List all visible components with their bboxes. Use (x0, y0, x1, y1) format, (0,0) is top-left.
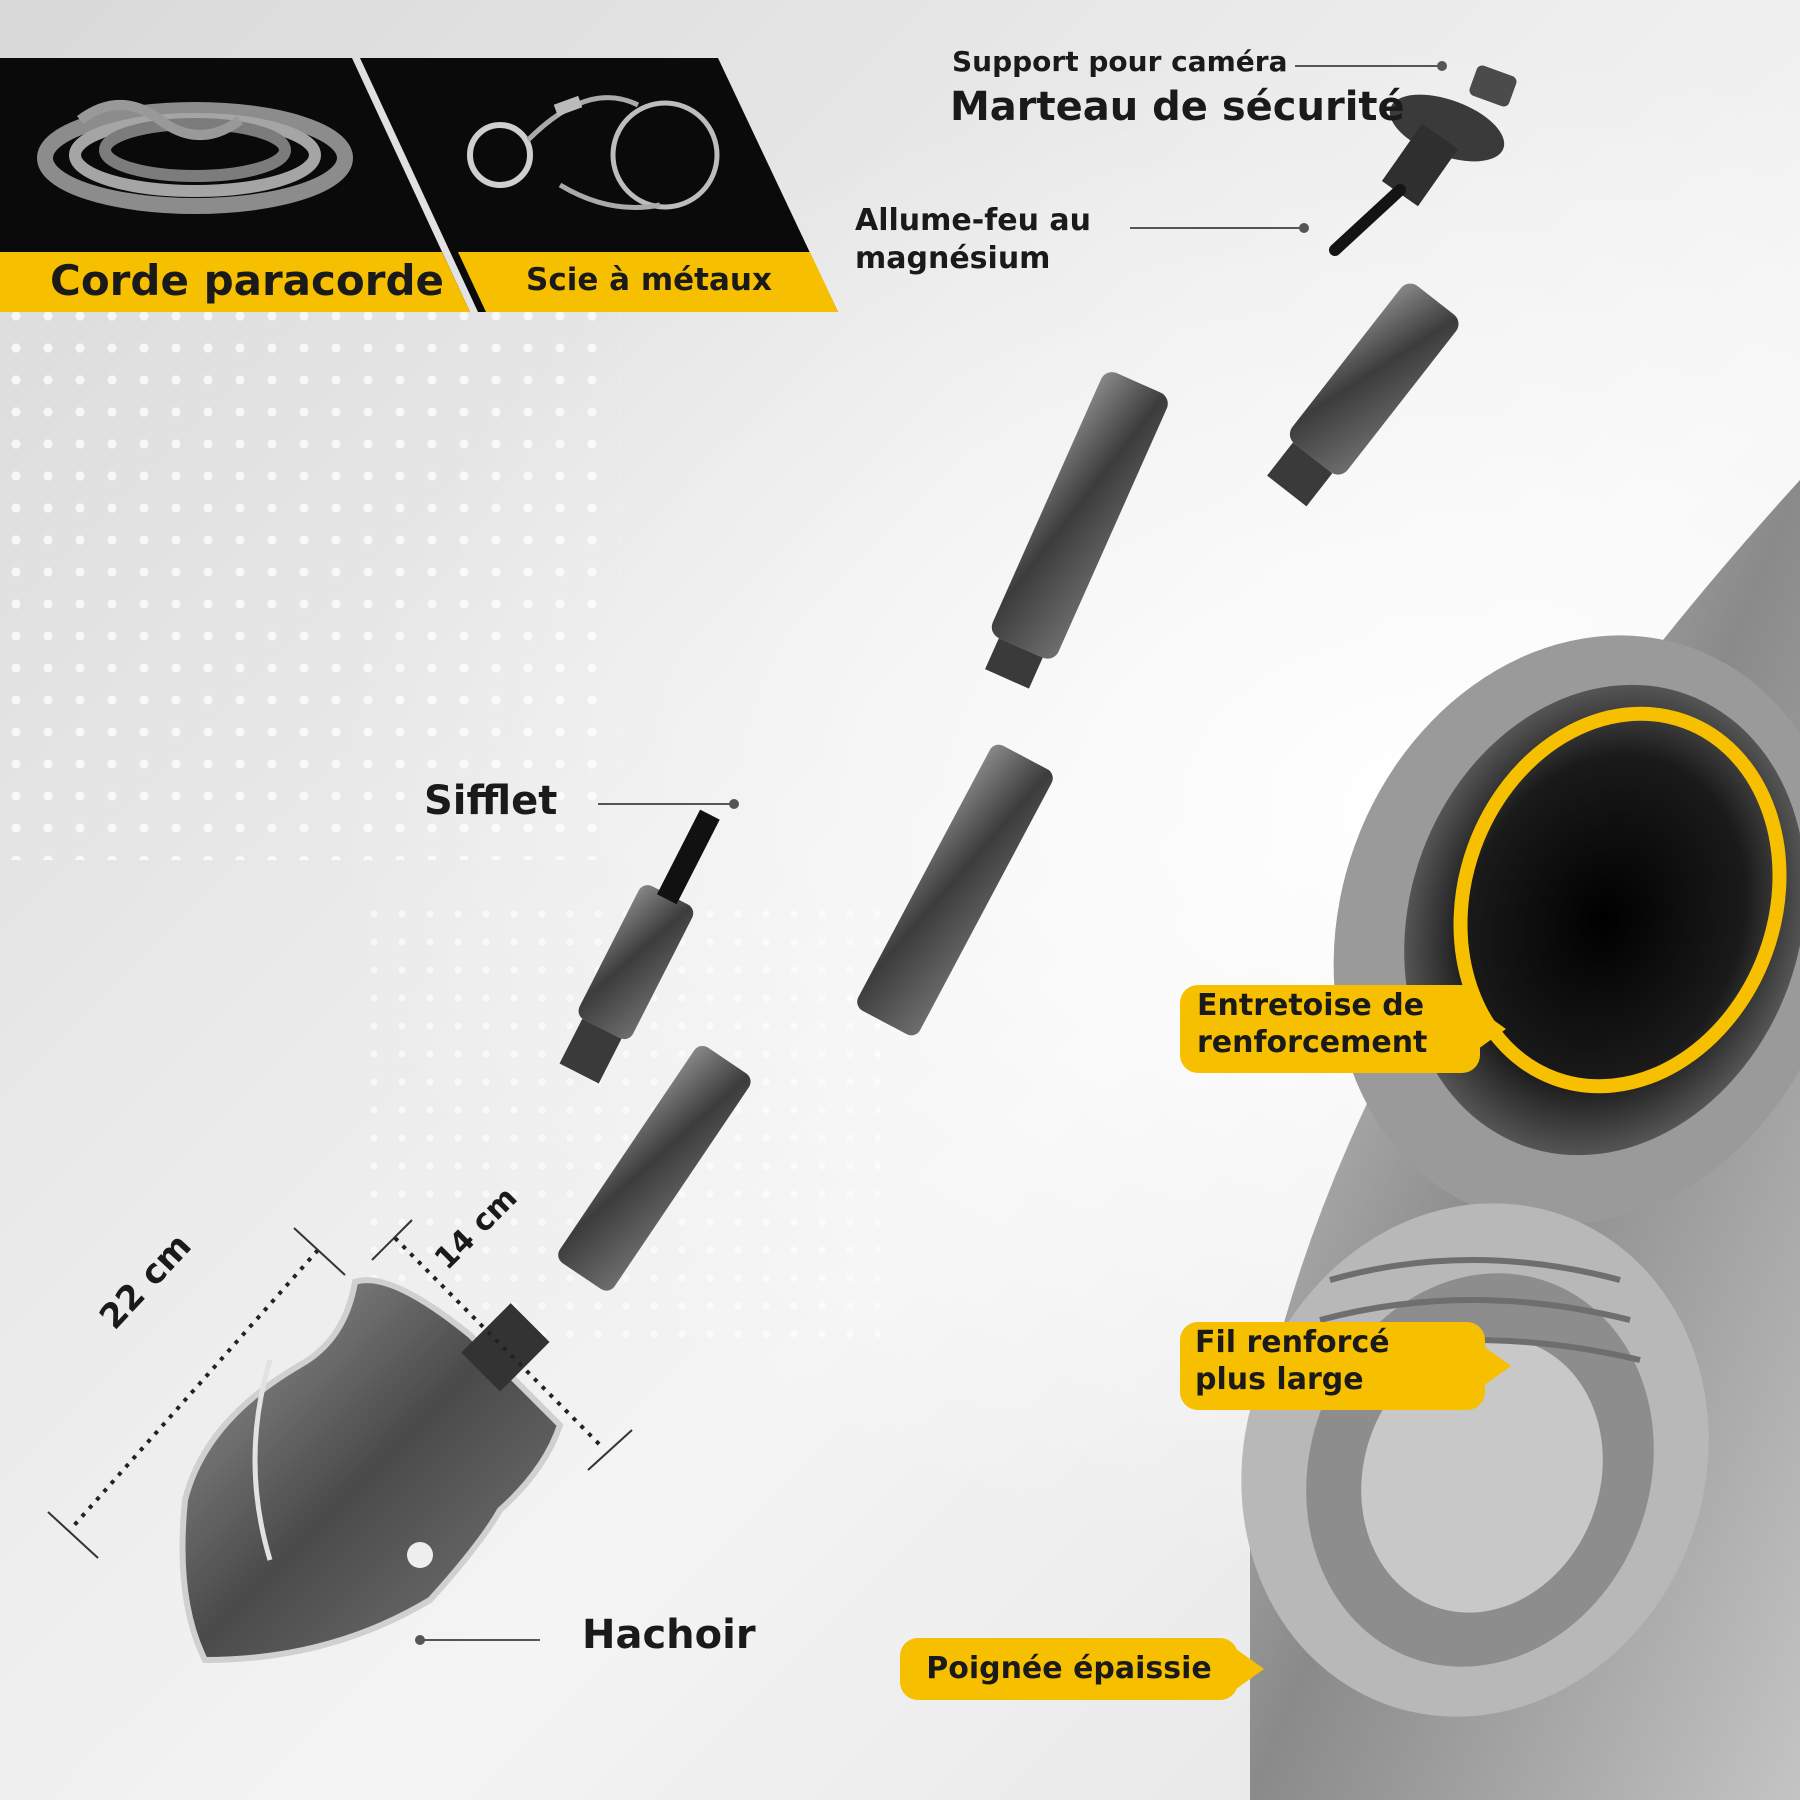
dimension-ticks (47, 1219, 633, 1559)
thread-callout: Fil renforcé plus large (1180, 1322, 1485, 1410)
wire-saw-label: Scie à métaux (526, 262, 772, 298)
tube-sections (558, 283, 1459, 1291)
camera-mount-label: Support pour caméra (952, 45, 1288, 78)
chopper-label: Hachoir (582, 1612, 756, 1658)
safety-hammer-label: Marteau de sécurité (950, 84, 1405, 130)
dimension-lines (68, 1236, 602, 1532)
whistle-label: Sifflet (424, 778, 558, 824)
paracord-label: Corde paracorde (50, 256, 445, 305)
handle-callout: Poignée épaissie (900, 1638, 1238, 1700)
dot-pattern (0, 300, 620, 860)
thread-closeup-image (1241, 480, 1800, 1800)
leader-lines (415, 61, 1447, 1645)
paracord-image (37, 100, 353, 214)
chopper-head-image (179, 1277, 564, 1664)
accessory-banner (0, 58, 838, 312)
spacer-callout: Entretoise de renforcement (1180, 985, 1480, 1073)
fire-starter-label: Allume-feu au magnésium (855, 203, 1092, 276)
wire-saw-image (467, 95, 720, 210)
safety-hammer-image (1329, 65, 1517, 256)
